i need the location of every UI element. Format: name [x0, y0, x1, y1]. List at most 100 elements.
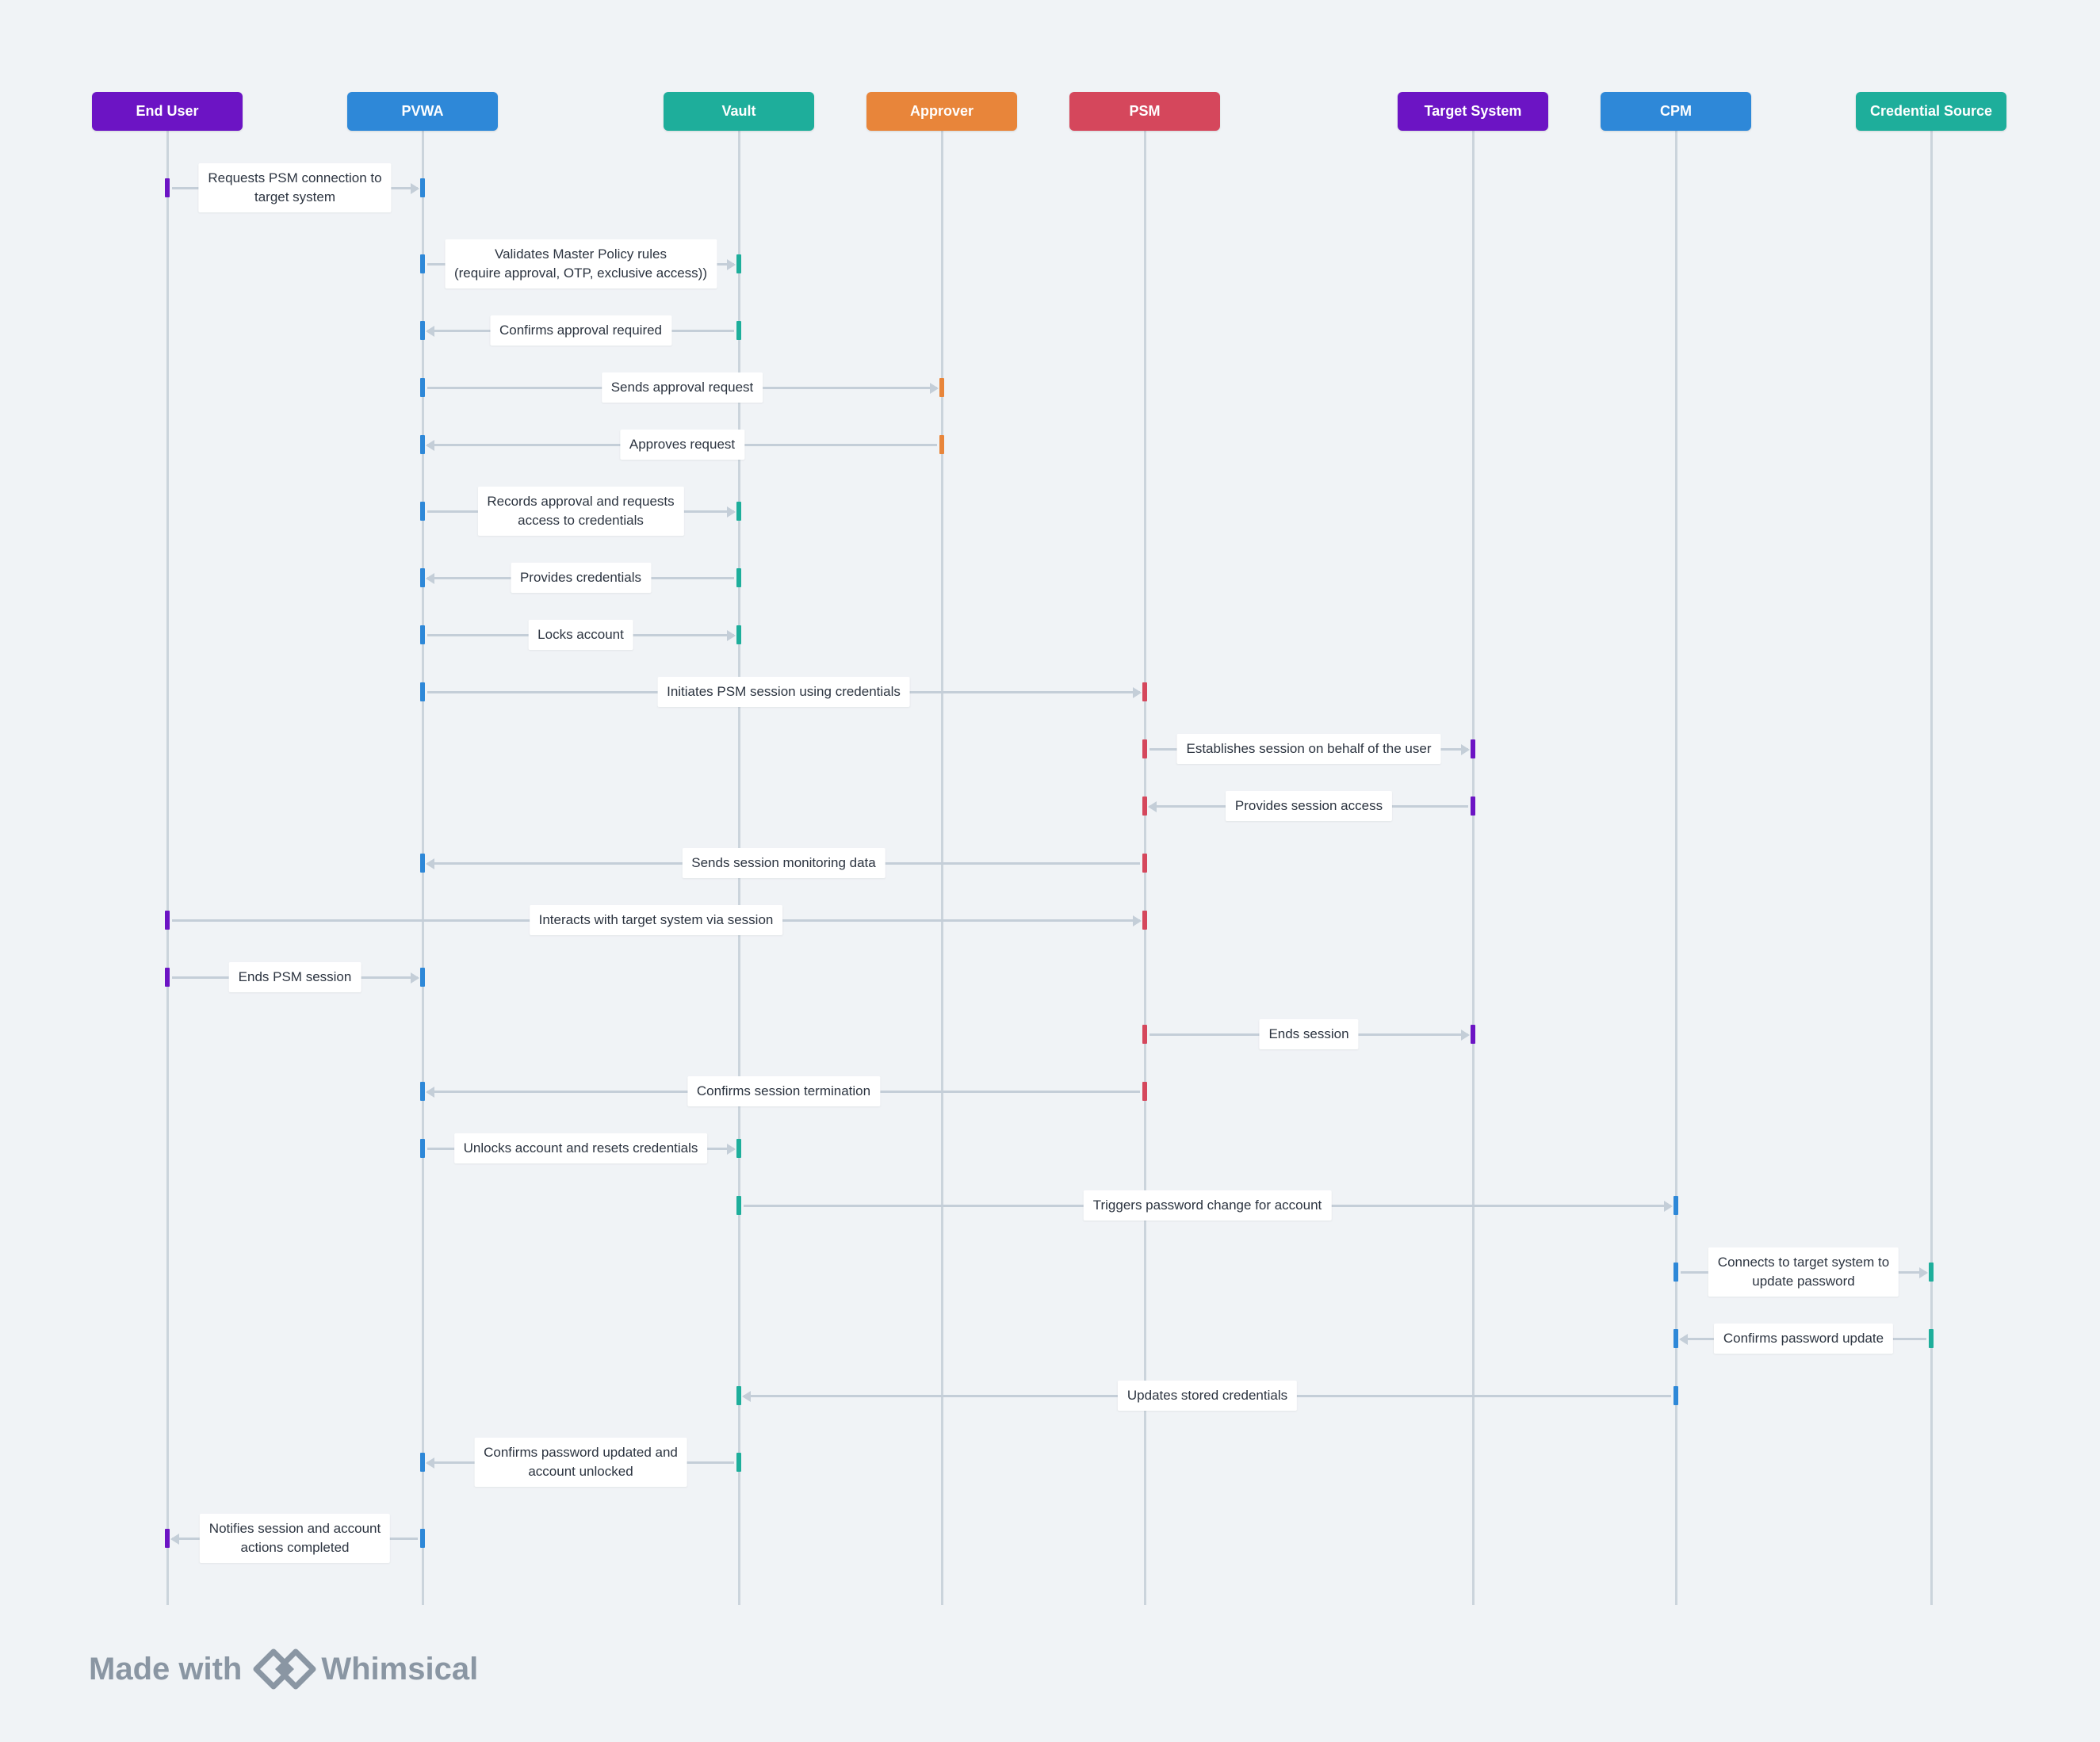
actor-target-system[interactable]: Target System — [1398, 92, 1548, 131]
arrowhead-icon — [727, 259, 736, 270]
message-label[interactable]: Confirms approval required — [489, 315, 672, 346]
activation-source — [165, 178, 170, 197]
arrowhead-icon — [411, 972, 419, 984]
arrowhead-icon — [426, 440, 434, 451]
message-label[interactable]: Records approval and requests access to … — [477, 487, 684, 536]
message-label[interactable]: Locks account — [528, 620, 633, 650]
arrowhead-icon — [727, 630, 736, 641]
actor-pvwa[interactable]: PVWA — [347, 92, 498, 131]
arrowhead-icon — [170, 1534, 179, 1545]
message-label[interactable]: Ends session — [1259, 1019, 1359, 1049]
whimsical-logo-icon — [253, 1648, 316, 1690]
lifeline-end-user — [166, 131, 169, 1605]
activation-target — [420, 968, 425, 987]
arrowhead-icon — [1133, 915, 1142, 926]
arrowhead-icon — [1461, 1030, 1470, 1041]
message-label[interactable]: Establishes session on behalf of the use… — [1176, 734, 1441, 764]
actor-end-user[interactable]: End User — [92, 92, 243, 131]
activation-target — [1142, 682, 1147, 701]
arrowhead-icon — [742, 1391, 751, 1402]
message-label[interactable]: Sends session monitoring data — [682, 848, 886, 878]
message-label[interactable]: Triggers password change for account — [1083, 1190, 1332, 1221]
activation-target — [420, 321, 425, 340]
activation-source — [420, 254, 425, 273]
message-label[interactable]: Confirms password updated and account un… — [474, 1438, 687, 1487]
actor-credential-source[interactable]: Credential Source — [1856, 92, 2006, 131]
activation-source — [165, 911, 170, 930]
arrowhead-icon — [411, 183, 419, 194]
arrowhead-icon — [426, 326, 434, 337]
message-label[interactable]: Approves request — [619, 430, 745, 460]
message-label[interactable]: Confirms session termination — [687, 1076, 881, 1106]
message-label[interactable]: Confirms password update — [1713, 1324, 1894, 1354]
activation-source — [420, 1139, 425, 1158]
activation-target — [165, 1529, 170, 1548]
message-label[interactable]: Connects to target system to update pass… — [1708, 1247, 1899, 1297]
arrowhead-icon — [1148, 801, 1157, 812]
activation-source — [736, 1196, 741, 1215]
activation-source — [736, 1453, 741, 1472]
activation-target — [736, 254, 741, 273]
activation-source — [1673, 1263, 1678, 1282]
activation-source — [420, 502, 425, 521]
message-label[interactable]: Ends PSM session — [228, 962, 361, 992]
message-label[interactable]: Provides session access — [1225, 791, 1393, 821]
actor-approver[interactable]: Approver — [866, 92, 1017, 131]
activation-target — [420, 1453, 425, 1472]
activation-target — [420, 178, 425, 197]
activation-target — [420, 568, 425, 587]
message-label[interactable]: Updates stored credentials — [1117, 1381, 1298, 1411]
activation-target — [1471, 739, 1475, 758]
activation-target — [420, 435, 425, 454]
activation-target — [736, 625, 741, 644]
activation-source — [939, 435, 944, 454]
activation-source — [1142, 1025, 1147, 1044]
arrowhead-icon — [426, 1087, 434, 1098]
activation-target — [736, 1139, 741, 1158]
activation-target — [1673, 1196, 1678, 1215]
message-label[interactable]: Interacts with target system via session — [529, 905, 783, 935]
message-label[interactable]: Initiates PSM session using credentials — [657, 677, 910, 707]
lifeline-cpm — [1675, 131, 1677, 1605]
activation-target — [939, 378, 944, 397]
arrowhead-icon — [426, 858, 434, 869]
activation-target — [420, 854, 425, 873]
activation-source — [736, 321, 741, 340]
activation-target — [1929, 1263, 1934, 1282]
lifeline-credential-source — [1930, 131, 1933, 1605]
activation-source — [1471, 797, 1475, 816]
activation-target — [420, 1082, 425, 1101]
activation-target — [736, 1386, 741, 1405]
arrowhead-icon — [727, 506, 736, 518]
activation-target — [1142, 911, 1147, 930]
arrowhead-icon — [1919, 1267, 1928, 1278]
activation-source — [420, 682, 425, 701]
actor-vault[interactable]: Vault — [664, 92, 814, 131]
lifeline-approver — [941, 131, 943, 1605]
message-label[interactable]: Validates Master Policy rules (require a… — [444, 239, 717, 288]
activation-target — [1471, 1025, 1475, 1044]
arrowhead-icon — [1664, 1201, 1673, 1212]
arrowhead-icon — [1679, 1334, 1688, 1345]
message-label[interactable]: Requests PSM connection to target system — [198, 163, 392, 212]
actor-psm[interactable]: PSM — [1069, 92, 1220, 131]
lifeline-target-system — [1472, 131, 1475, 1605]
activation-source — [1142, 854, 1147, 873]
arrowhead-icon — [930, 383, 939, 394]
actor-cpm[interactable]: CPM — [1601, 92, 1751, 131]
activation-source — [420, 378, 425, 397]
arrowhead-icon — [1133, 687, 1142, 698]
whimsical-brand-text: Whimsical — [321, 1651, 479, 1687]
made-with-text: Made with — [89, 1651, 243, 1687]
made-with-whimsical-footer[interactable]: Made with Whimsical — [89, 1647, 478, 1691]
activation-source — [165, 968, 170, 987]
message-label[interactable]: Provides credentials — [510, 563, 652, 593]
activation-target — [1673, 1329, 1678, 1348]
arrowhead-icon — [426, 573, 434, 584]
message-label[interactable]: Sends approval request — [601, 372, 763, 403]
message-label[interactable]: Unlocks account and resets credentials — [453, 1133, 708, 1163]
activation-target — [736, 502, 741, 521]
activation-source — [1929, 1329, 1934, 1348]
message-label[interactable]: Notifies session and account actions com… — [199, 1514, 391, 1563]
